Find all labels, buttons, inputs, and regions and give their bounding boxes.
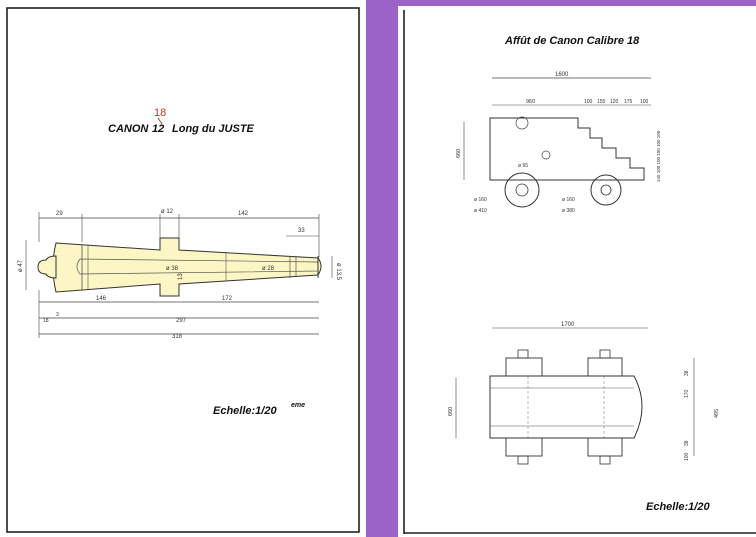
carriage-side (489, 117, 645, 181)
cannon-title-suffix: Long du JUSTE (172, 123, 255, 135)
cascabel (37, 255, 57, 279)
dim-175: 175 (624, 99, 633, 105)
right-scale-label: Echelle:1/20 (646, 501, 710, 513)
dim-100b: 100 (640, 99, 649, 105)
dim-160b: ø 160 (562, 197, 575, 203)
dim-410: ø 410 (474, 208, 487, 214)
dim-660: 660 (456, 149, 462, 158)
dim-28: ø 28 (262, 266, 275, 272)
dim-100a: 100 (584, 99, 593, 105)
dim-495: 495 (714, 409, 720, 418)
trunnion (515, 116, 529, 130)
cannon-drawing: CANON 12 Long du JUSTE 18 29 ø 12 142 33… (6, 7, 360, 533)
wheel-rear (590, 174, 622, 206)
dim-38b: 38 (684, 440, 690, 446)
plan-wheel-fl (505, 357, 543, 377)
dim-155: 155 (597, 99, 606, 105)
dim-142: 142 (238, 211, 249, 217)
left-drawing-sheet: CANON 12 Long du JUSTE 18 29 ø 12 142 33… (0, 0, 366, 537)
dim-660b: 660 (448, 407, 454, 416)
dim-3: 3 (56, 312, 59, 318)
dim-960: 960 (526, 99, 535, 105)
cannon-title-number: 12 (152, 123, 164, 135)
bore (76, 258, 319, 275)
dim-1700: 1700 (561, 322, 575, 328)
bolt-hole (541, 150, 551, 160)
correction-mark (157, 117, 163, 125)
axle-end (599, 349, 611, 359)
wheel-hub (515, 183, 529, 197)
dim-120: 120 (610, 99, 619, 105)
carriage-title: Affût de Canon Calibre 18 (504, 35, 640, 47)
dim-13: 13 (178, 273, 184, 280)
dim-29: 29 (56, 211, 63, 217)
dim-65: ø 65 (518, 163, 528, 169)
dim-33: 33 (298, 228, 305, 234)
dim-318: 318 (172, 334, 183, 340)
dim-297: 297 (176, 318, 187, 324)
dim-steps: 145 100 100 100 100 100 (656, 130, 661, 182)
plan-wheel-bl (505, 437, 543, 457)
dim-160a: ø 160 (474, 197, 487, 203)
cannon-title-prefix: CANON (108, 123, 149, 135)
cannon-barrel (52, 237, 322, 297)
axle-end (517, 455, 529, 465)
plan-wheel-fr (587, 357, 623, 377)
handwritten-correction: 18 (154, 107, 166, 119)
dim-12: ø 12 (161, 209, 174, 215)
dim-100c: 100 (684, 452, 690, 461)
sheet-frame (6, 7, 360, 533)
dim-146: 146 (96, 296, 107, 302)
axle-end (517, 349, 529, 359)
carriage-plan (489, 375, 643, 439)
dim-1600: 1600 (555, 72, 569, 78)
dim-380: ø 380 (562, 208, 575, 214)
dim-172: 172 (222, 296, 233, 302)
dim-38: ø 38 (166, 266, 179, 272)
dim-38a: 38 (684, 370, 690, 376)
wheel-front (504, 172, 540, 208)
dim-135: ø 13,5 (335, 263, 341, 281)
plan-wheel-br (587, 437, 623, 457)
left-scale-sup: eme (291, 402, 305, 409)
wheel-hub (600, 184, 612, 196)
dim-170: 170 (684, 389, 690, 398)
axle-end (599, 455, 611, 465)
carriage-drawing: Affût de Canon Calibre 18 1600 960 100 1… (403, 10, 756, 534)
dim-18: 18 (43, 318, 49, 324)
left-scale-label: Echelle:1/20 (213, 405, 277, 417)
dim-47: ø 47 (18, 259, 24, 272)
right-drawing-sheet: Affût de Canon Calibre 18 1600 960 100 1… (398, 6, 756, 537)
